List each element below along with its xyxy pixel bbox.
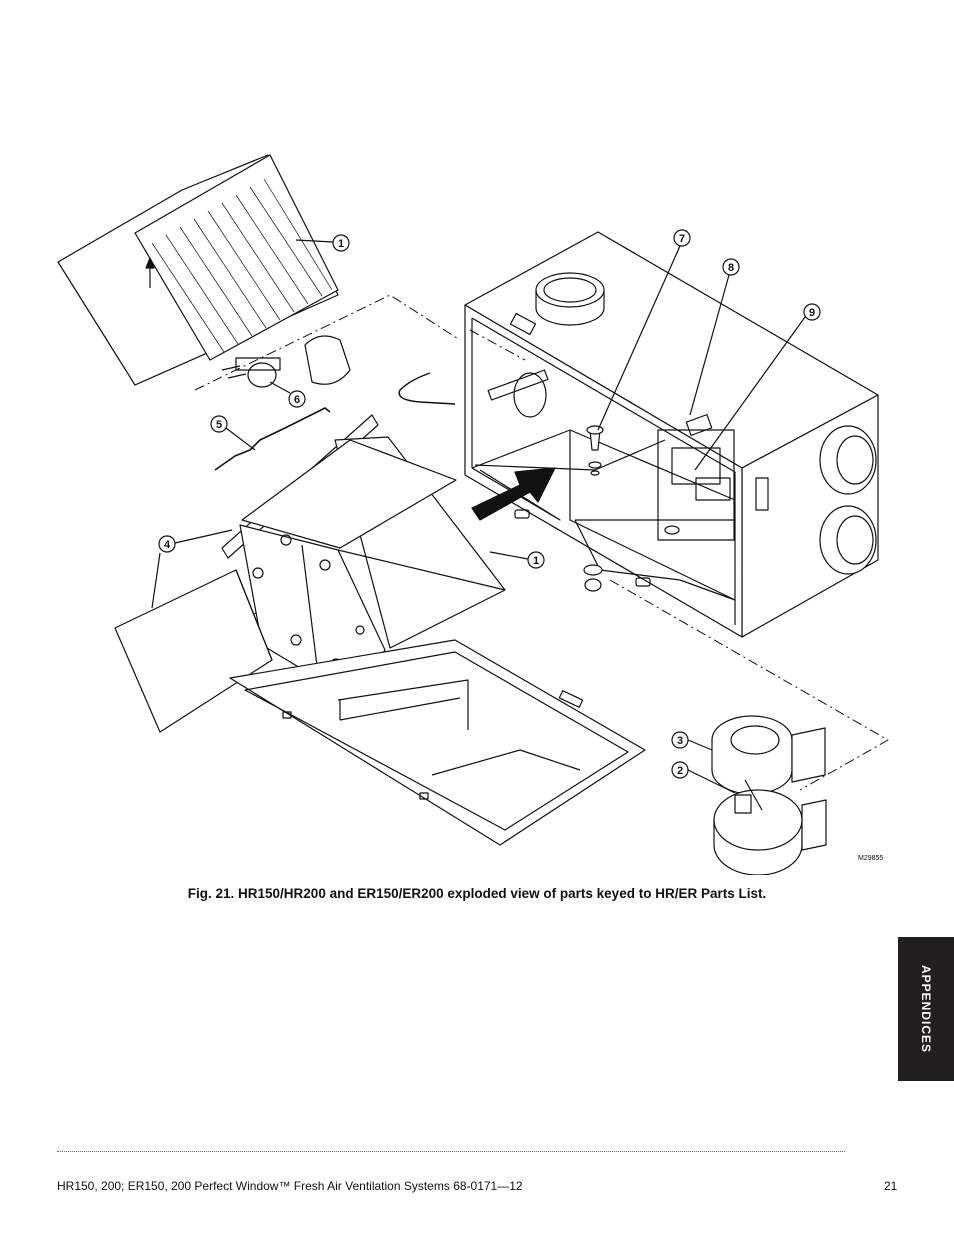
blower-assembly — [711, 715, 827, 875]
svg-text:6: 6 — [294, 394, 300, 406]
callout-7: 7 — [597, 229, 691, 431]
section-tab-label: APPENDICES — [919, 964, 933, 1054]
callout-4: 4 — [151, 529, 233, 609]
footer-divider — [57, 1151, 845, 1152]
callout-1-top: 1 — [295, 234, 350, 252]
footer-document-title: HR150, 200; ER150, 200 Perfect Window™ F… — [57, 1179, 523, 1193]
exploded-view-figure: 1 1 2 3 4 5 6 — [50, 140, 900, 875]
svg-text:7: 7 — [679, 233, 685, 245]
callout-5: 5 — [210, 415, 256, 451]
svg-text:3: 3 — [677, 735, 683, 747]
hood-assembly — [57, 154, 351, 388]
callout-1-core: 1 — [489, 551, 545, 569]
svg-text:4: 4 — [164, 539, 171, 551]
page-number: 21 — [884, 1179, 898, 1193]
section-tab: APPENDICES — [898, 937, 954, 1081]
callout-8: 8 — [689, 258, 740, 416]
svg-text:8: 8 — [728, 262, 734, 274]
recovery-core — [221, 414, 506, 699]
figure-caption: Fig. 21. HR150/HR200 and ER150/ER200 exp… — [187, 886, 767, 901]
drawing-code: M29855 — [858, 855, 883, 862]
ventilator-cabinet — [464, 231, 879, 638]
svg-text:9: 9 — [809, 307, 815, 319]
svg-text:1: 1 — [338, 238, 344, 250]
svg-text:1: 1 — [533, 555, 539, 567]
callout-9: 9 — [694, 303, 821, 471]
callout-2: 2 — [671, 761, 736, 794]
base-frame — [229, 639, 646, 846]
callout-3: 3 — [671, 731, 713, 751]
svg-text:5: 5 — [216, 419, 222, 431]
callout-6: 6 — [269, 381, 306, 408]
svg-text:2: 2 — [677, 765, 683, 777]
